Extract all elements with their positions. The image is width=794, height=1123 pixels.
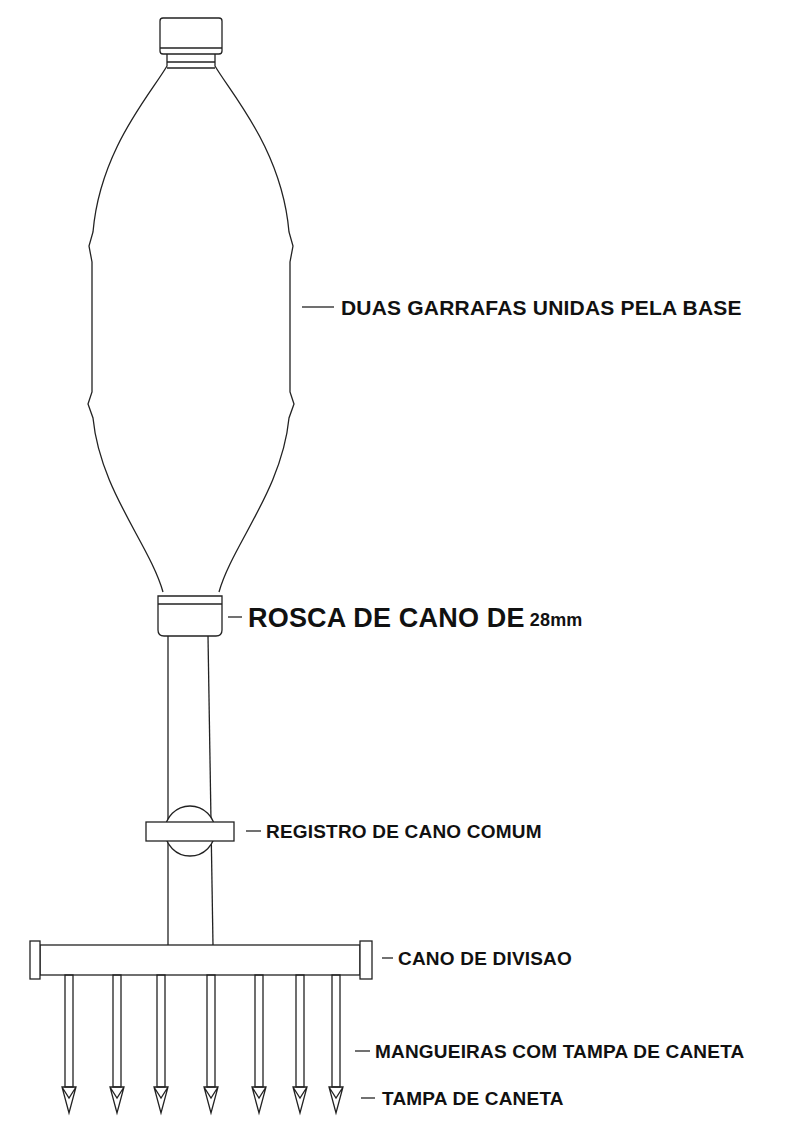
part-label: CANO DE DIVISAO [398, 949, 572, 968]
neck-ring [167, 67, 215, 68]
valve-handle [146, 822, 234, 841]
pipe-cap [30, 941, 40, 979]
part-label: REGISTRO DE CANO COMUM [266, 822, 542, 841]
thread-line [158, 603, 222, 604]
pipe-thread [158, 596, 222, 636]
dimension-label: 28mm [530, 611, 583, 629]
leader-lines [228, 307, 393, 1098]
part-label: MANGUEIRAS COM TAMPA DE CANETA [375, 1042, 744, 1061]
bottle-outline [88, 54, 294, 592]
divider-pipe [40, 945, 360, 975]
hoses [62, 975, 343, 1113]
pipe [208, 636, 213, 945]
part-label: ROSCA DE CANO DE [248, 605, 525, 632]
cap-ring [160, 47, 222, 48]
part-label: DUAS GARRAFAS UNIDAS PELA BASE [341, 297, 742, 318]
bottle-cap [160, 18, 222, 54]
pipe-cap [360, 941, 372, 979]
pipe [167, 636, 168, 945]
part-label: TAMPA DE CANETA [382, 1089, 564, 1108]
neck-ring [167, 61, 215, 62]
